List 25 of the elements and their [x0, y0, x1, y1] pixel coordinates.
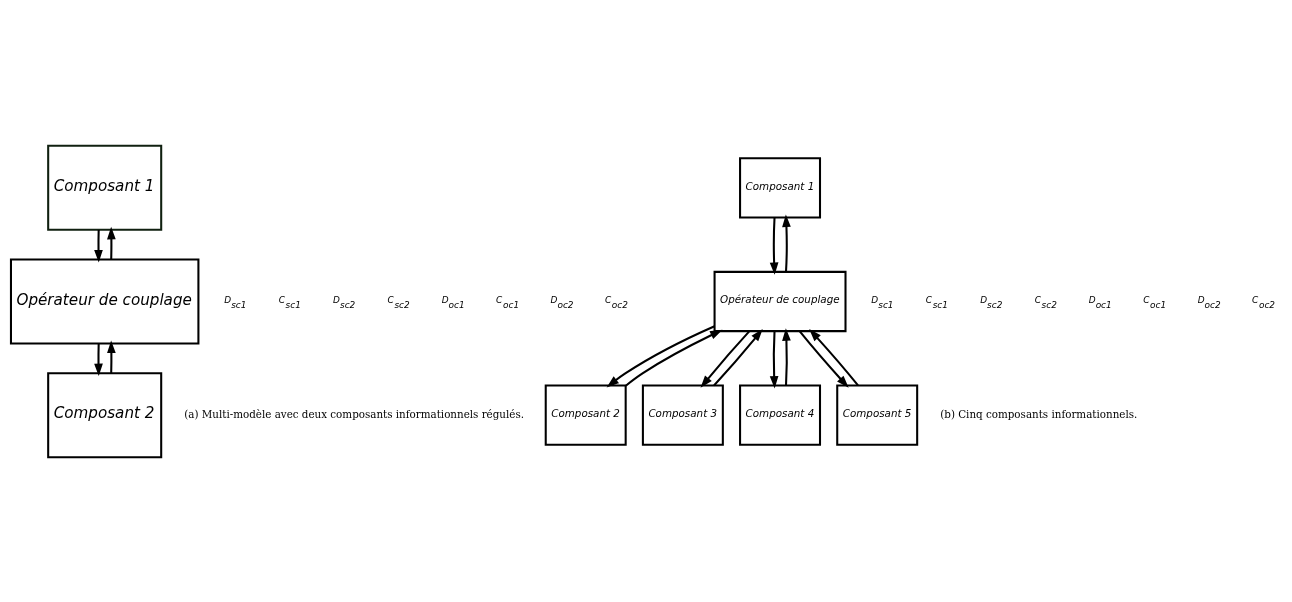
- arrow: [769, 217, 779, 275]
- arrow: [782, 327, 791, 385]
- arrow: [606, 324, 715, 387]
- arrow: [809, 328, 859, 386]
- node-box: Composant 4: [739, 384, 822, 446]
- arrow: [94, 229, 103, 262]
- node-box: Composant 3: [641, 384, 724, 446]
- arrow: [799, 330, 849, 388]
- node-box: Composant 1: [47, 144, 163, 231]
- node-box: Composant 1: [739, 156, 822, 218]
- node-box: Composant 2: [47, 371, 163, 458]
- node-box: Composant 2: [544, 384, 627, 446]
- arrow: [769, 330, 779, 389]
- node-box: Opérateur de couplage: [713, 270, 847, 332]
- arrow: [107, 226, 116, 259]
- arrow: [782, 214, 791, 272]
- arrow: [700, 330, 750, 388]
- arrow: [713, 328, 763, 386]
- arrow: [94, 343, 103, 376]
- label: (b) Cinq composants informationnels.: [940, 407, 1138, 420]
- node-box: Opérateur de couplage: [9, 257, 200, 345]
- node-box: Composant 5: [836, 384, 919, 446]
- label: (a) Multi-modèle avec deux composants informationnels régulés.: [184, 407, 524, 420]
- arrow: [107, 340, 116, 373]
- arrow: [625, 329, 723, 387]
